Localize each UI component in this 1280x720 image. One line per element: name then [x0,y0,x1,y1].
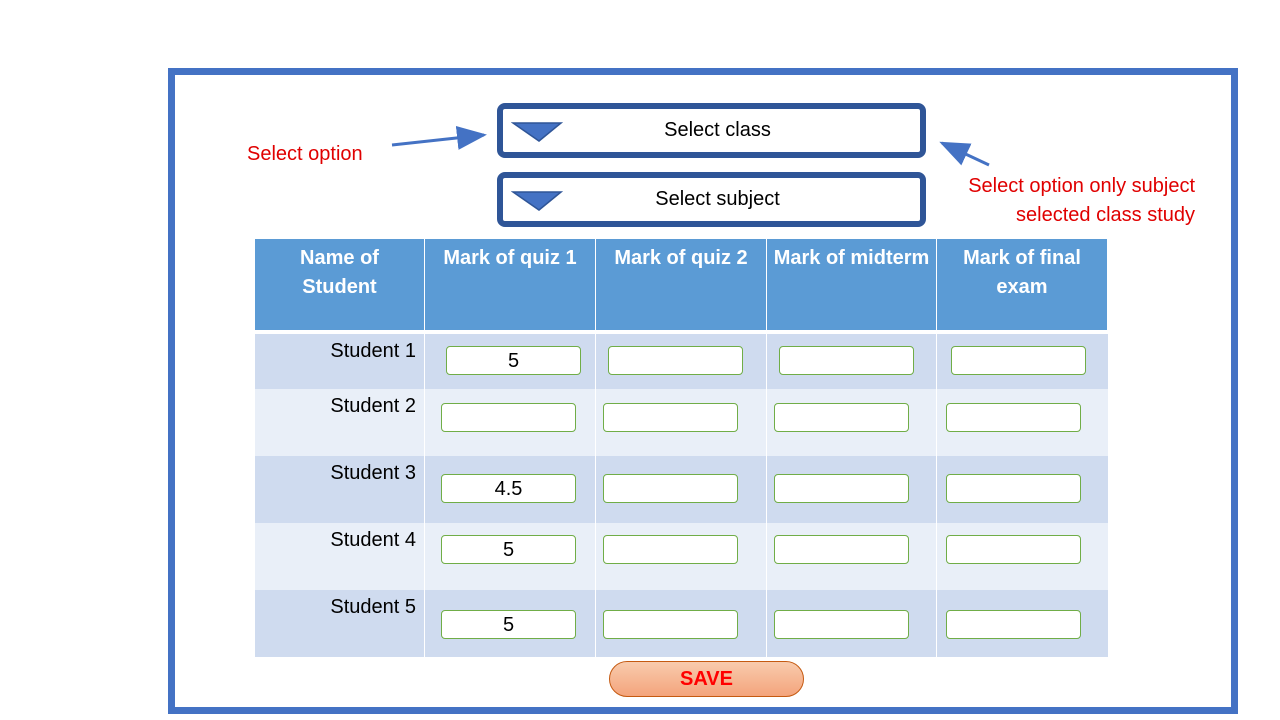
header-quiz-2: Mark of quiz 2 [596,239,767,334]
quiz-2-mark-field[interactable] [603,610,738,639]
table-cell [767,523,937,590]
quiz-2-mark-field[interactable] [608,346,743,375]
annotation-line-1: Select option only subject [968,175,1195,197]
quiz-1-mark-field[interactable]: 4.5 [441,474,576,503]
header-final-exam: Mark of final exam [937,239,1108,334]
table-cell [596,389,767,456]
select-option-annotation: Select option [247,143,363,165]
table-cell [937,590,1108,657]
table-cell [767,389,937,456]
select-subject-dropdown[interactable]: Select subject [497,172,926,227]
table-cell: 5 [425,334,596,389]
table-cell [596,334,767,389]
quiz-1-mark-field[interactable]: 5 [446,346,581,375]
table-row-student-1: Student 1 [255,334,425,389]
quiz-2-mark-field[interactable] [603,474,738,503]
select-class-dropdown[interactable]: Select class [497,103,926,158]
final-exam-mark-field[interactable] [946,535,1081,564]
table-cell [596,523,767,590]
quiz-1-mark-field[interactable]: 5 [441,535,576,564]
table-cell [767,456,937,523]
header-midterm: Mark of midterm [767,239,937,334]
table-cell [937,523,1108,590]
dropdown-arrow-icon [511,122,563,142]
student-name: Student 4 [330,529,416,551]
table-cell: 4.5 [425,456,596,523]
table-row-student-5: Student 5 [255,590,425,657]
student-name: Student 5 [330,596,416,618]
table-cell: 5 [425,523,596,590]
annotation-line-2: selected class study [1016,204,1195,226]
midterm-mark-field[interactable] [774,535,909,564]
save-button[interactable]: SAVE [609,661,804,697]
quiz-1-mark-field[interactable] [441,403,576,432]
table-cell [937,389,1108,456]
table-cell [767,334,937,389]
header-quiz-1: Mark of quiz 1 [425,239,596,334]
table-row-student-3: Student 3 [255,456,425,523]
final-exam-mark-field[interactable] [951,346,1086,375]
final-exam-mark-field[interactable] [946,474,1081,503]
dropdown-arrow-icon [511,191,563,211]
table-cell [596,456,767,523]
student-name: Student 3 [330,462,416,484]
quiz-1-mark-field[interactable]: 5 [441,610,576,639]
midterm-mark-field[interactable] [774,610,909,639]
select-class-label: Select class [664,119,771,141]
final-exam-mark-field[interactable] [946,610,1081,639]
table-cell [767,590,937,657]
midterm-mark-field[interactable] [774,403,909,432]
subject-filter-annotation: Select option only subject selected clas… [900,172,1195,230]
select-subject-label: Select subject [655,188,780,210]
quiz-2-mark-field[interactable] [603,535,738,564]
quiz-2-mark-field[interactable] [603,403,738,432]
student-name: Student 2 [330,395,416,417]
header-name: Name of Student [255,239,425,334]
table-row-student-4: Student 4 [255,523,425,590]
midterm-mark-field[interactable] [774,474,909,503]
table-cell [596,590,767,657]
table-cell [937,456,1108,523]
student-name: Student 1 [330,340,416,362]
midterm-mark-field[interactable] [779,346,914,375]
final-exam-mark-field[interactable] [946,403,1081,432]
table-cell [425,389,596,456]
table-cell [937,334,1108,389]
table-row-student-2: Student 2 [255,389,425,456]
table-cell: 5 [425,590,596,657]
